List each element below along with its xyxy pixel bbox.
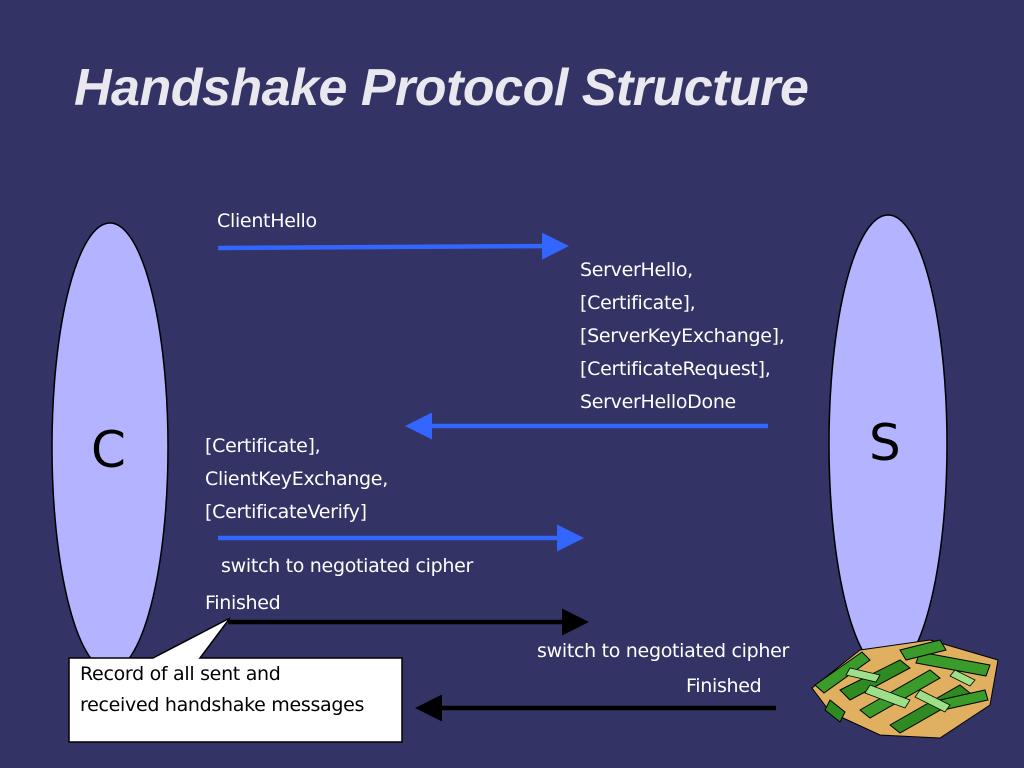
maze-icon: [811, 639, 999, 739]
slide-title: Handshake Protocol Structure: [74, 59, 809, 117]
server-msg-line: [CertificateRequest],: [580, 358, 771, 380]
callout-box: [68, 617, 403, 743]
server-finished-label: Finished: [686, 675, 762, 697]
server-hello-batch-label: ServerHello, [Certificate], [ServerKeyEx…: [580, 254, 785, 419]
client-finished-label: Finished: [205, 592, 281, 614]
client-switch-cipher-label: switch to negotiated cipher: [221, 555, 474, 577]
callout-line: Record of all sent and: [80, 663, 281, 685]
client-label: C: [91, 421, 126, 479]
server-msg-line: ServerHelloDone: [580, 391, 736, 413]
server-label: S: [869, 414, 901, 472]
client-msg-line: [Certificate],: [205, 435, 321, 457]
client-key-exchange-batch-label: [Certificate], ClientKeyExchange, [Certi…: [205, 430, 388, 529]
callout-line: received handshake messages: [80, 694, 365, 716]
server-msg-line: [Certificate],: [580, 292, 696, 314]
client-msg-line: [CertificateVerify]: [205, 501, 367, 523]
server-msg-line: [ServerKeyExchange],: [580, 325, 785, 347]
server-switch-cipher-label: switch to negotiated cipher: [537, 640, 790, 662]
client-hello-label: ClientHello: [217, 210, 317, 232]
server-msg-line: ServerHello,: [580, 259, 693, 281]
client-msg-line: ClientKeyExchange,: [205, 468, 388, 490]
arrow-client-hello: [217, 232, 569, 260]
callout-text: Record of all sent and received handshak…: [80, 659, 364, 721]
